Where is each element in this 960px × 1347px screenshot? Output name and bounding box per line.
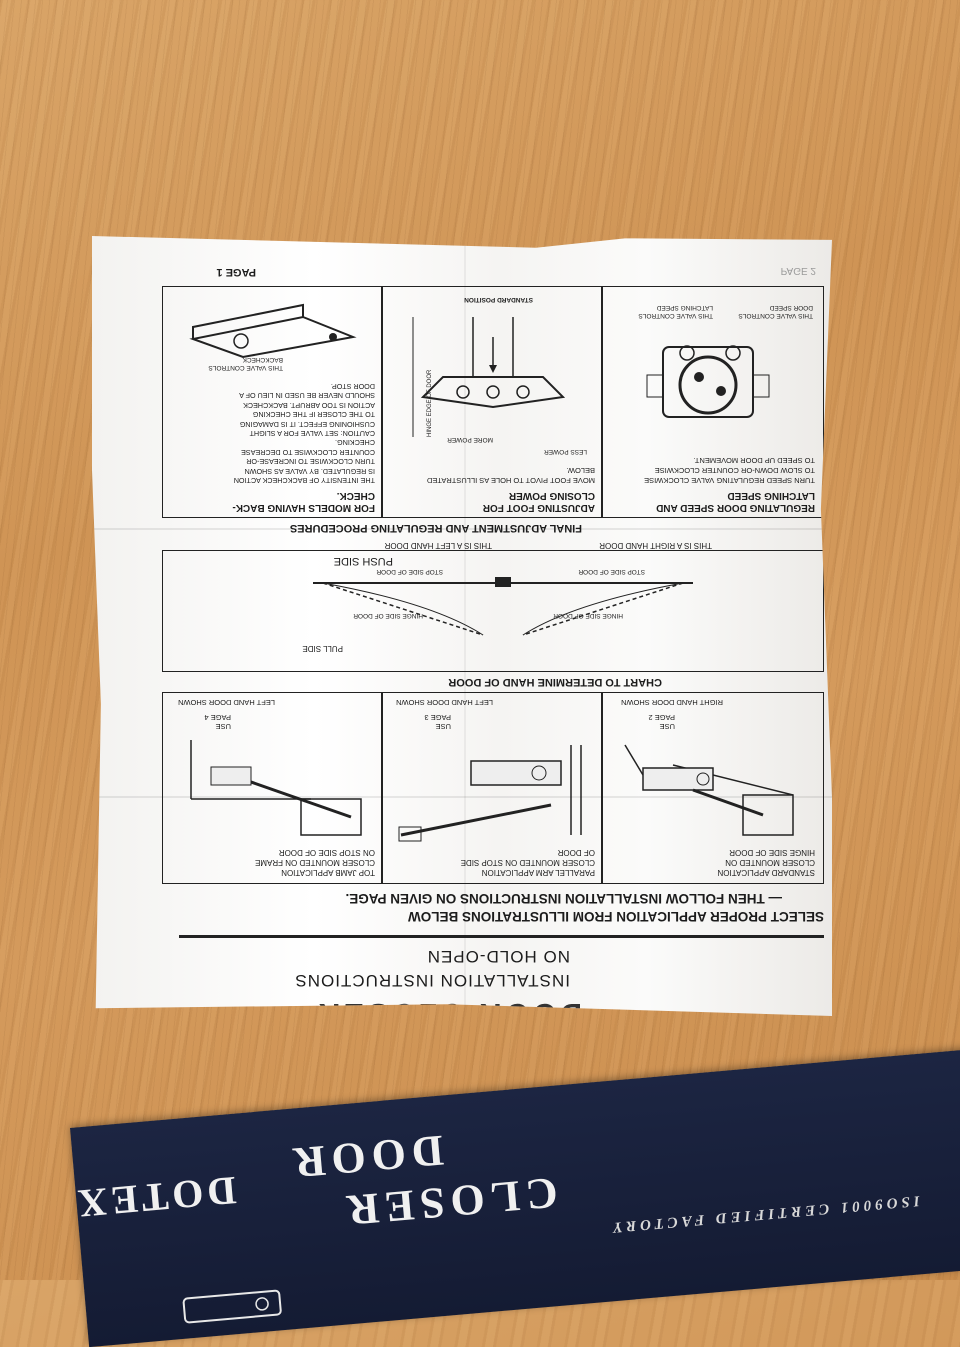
top-jamb-caption: TOP JAMB APPLICATION CLOSER MOUNTED ON F… xyxy=(254,848,375,877)
hinge-edge-label: HINGE EDGE OF DOOR xyxy=(427,369,433,437)
more-power-label: MORE POWER xyxy=(447,436,493,443)
hinge-side-left: HINGE SIDE OF DOOR xyxy=(553,612,623,619)
install-instructions-line: INSTALLATION INSTRUCTIONS xyxy=(294,971,570,990)
divider xyxy=(381,693,383,883)
sheet-title: DOOR CLOSER xyxy=(314,997,582,1030)
page-2-show-through: PAGE 2 xyxy=(780,265,816,276)
parallel-arm-caption: PARALLEL ARM APPLICATION CLOSER MOUNTED … xyxy=(460,848,595,877)
divider xyxy=(601,287,603,517)
adjusting-foot-body: MOVE FOOT PIVOT TO HOLE AS ILLUSTRATED B… xyxy=(426,466,595,485)
fold-crease xyxy=(464,236,466,1016)
select-application-subheading: — THEN FOLLOW INSTALLATION INSTRUCTIONS … xyxy=(345,891,783,906)
pull-side-label: PULL SIDE xyxy=(302,644,343,653)
door-swing-diagram xyxy=(313,577,693,636)
foot-pivot-drawing xyxy=(412,317,566,437)
standard-position-label: STANDARD POSITION xyxy=(464,296,533,303)
backcheck-body: THE INTENSITY OF BACKCHECK ACTION IS REG… xyxy=(233,381,375,485)
final-adjustment-title: FINAL ADJUSTMENT AND REGULATING PROCEDUR… xyxy=(289,522,582,534)
fold-crease xyxy=(92,528,832,530)
standard-application-caption: STANDARD APPLICATION CLOSER MOUNTED ON H… xyxy=(717,848,816,877)
hand-chart-panel: PULL SIDE HINGE SIDE OF DOOR HINGE SIDE … xyxy=(162,550,824,672)
adjusting-foot-heading: ADJUSTING FOOT FOR CLOSING POWER xyxy=(482,490,595,513)
regulating-door-speed-heading: REGULATING DOOR SPEED AND LATCHING SPEED xyxy=(656,490,815,513)
use-page-4: USE PAGE 4 xyxy=(204,713,231,731)
sheet-content-upside-down: DOOR CLOSER INSTALLATION INSTRUCTIONS NO… xyxy=(92,236,832,1016)
select-application-heading: SELECT PROPER APPLICATION FROM ILLUSTRAT… xyxy=(408,909,824,924)
backcheck-heading: FOR MODELS HAVING BACK- CHECK. xyxy=(232,490,375,513)
backcheck-closer-drawing xyxy=(189,303,357,359)
header-rule xyxy=(179,935,824,938)
divider xyxy=(381,287,383,517)
standard-application-drawing xyxy=(624,744,794,836)
right-hand-door-shown: RIGHT HAND DOOR SHOWN xyxy=(621,698,723,707)
hinge-side-right: HINGE SIDE OF DOOR xyxy=(353,612,423,619)
use-page-3: USE PAGE 3 xyxy=(424,713,451,731)
parallel-arm-drawing xyxy=(398,745,582,842)
regulating-door-speed-body: TURN SPEED REGULATING VALVE CLOCKWISE TO… xyxy=(644,456,815,485)
latching-speed-valve-label: THIS VALVE CONTROLS LATCHING SPEED xyxy=(638,304,713,319)
right-hand-door-note: THIS IS A RIGHT HAND DOOR xyxy=(599,541,712,550)
divider xyxy=(601,693,603,883)
top-jamb-drawing xyxy=(190,740,362,836)
door-speed-valve-label: THIS VALVE CONTROLS DOOR SPEED xyxy=(738,304,813,319)
left-hand-door-shown: LEFT HAND DOOR SHOWN xyxy=(396,698,493,707)
hand-chart-title: CHART TO DETERMINE HAND OF DOOR xyxy=(448,676,662,688)
use-page-2: USE PAGE 2 xyxy=(648,713,675,731)
less-power-label: LESS POWER xyxy=(544,448,587,455)
page-number: PAGE 1 xyxy=(216,266,256,278)
procedures-panel: REGULATING DOOR SPEED AND LATCHING SPEED… xyxy=(162,286,824,518)
push-side-label: PUSH SIDE xyxy=(333,555,393,567)
no-hold-open-line: NO HOLD-OPEN xyxy=(426,947,570,966)
applications-panel: STANDARD APPLICATION CLOSER MOUNTED ON H… xyxy=(162,692,824,884)
door-closer-box: ISO9001 CERTIFIED FACTORY CLOSER DOOR DO… xyxy=(70,1046,960,1347)
iso-certification-text: ISO9001 CERTIFIED FACTORY xyxy=(608,1192,921,1236)
closer-product-illustration xyxy=(182,1289,282,1324)
fold-crease xyxy=(92,796,832,798)
valve-closer-end-drawing xyxy=(646,345,770,418)
stop-side-right: STOP SIDE OF DOOR xyxy=(376,568,443,575)
instruction-sheet: DOOR CLOSER INSTALLATION INSTRUCTIONS NO… xyxy=(92,236,832,1016)
left-hand-door-note: THIS IS A LEFT HAND DOOR xyxy=(384,541,492,550)
brand-name: DOTEX xyxy=(72,1167,239,1227)
stop-side-left: STOP SIDE OF DOOR xyxy=(578,568,645,575)
left-hand-door-shown: LEFT HAND DOOR SHOWN xyxy=(178,698,275,707)
